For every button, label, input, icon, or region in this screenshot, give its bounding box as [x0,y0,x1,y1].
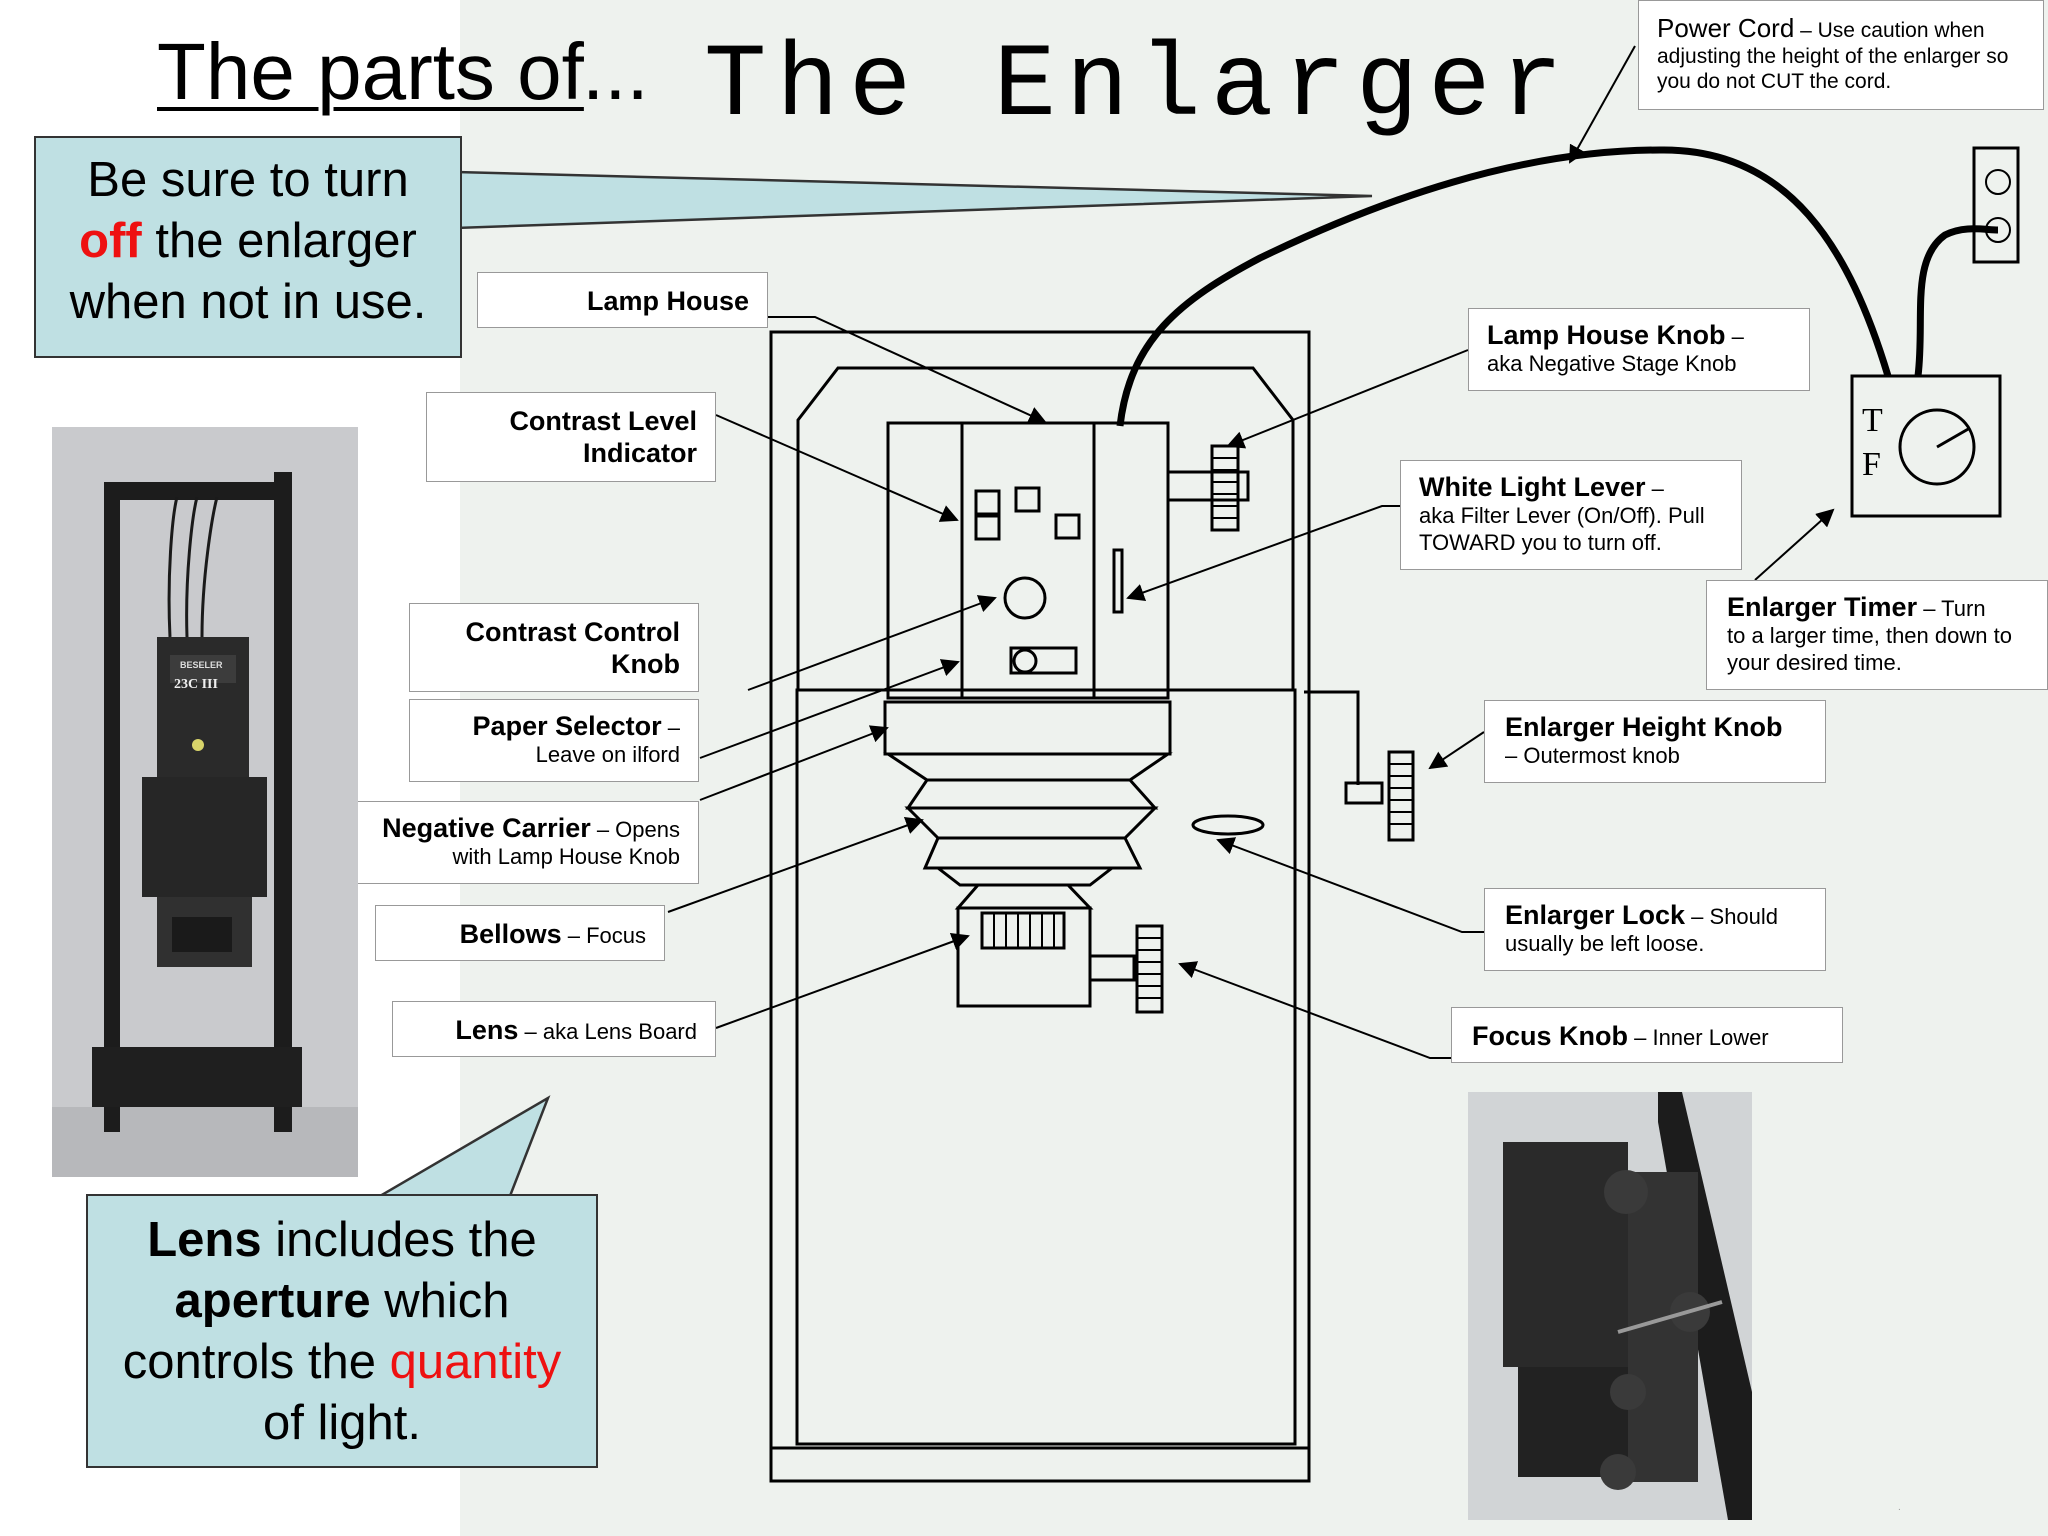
leader-power-cord [1569,45,1636,164]
leader-contrast-knob [747,595,997,691]
negative-carrier-shape [883,700,1172,756]
timer-letter-f: F [1862,446,1881,483]
label-focus-knob: Focus Knob – Inner Lower [1451,1007,1843,1063]
timer-dial [1898,408,1976,486]
lens-note-pointer [375,1095,551,1198]
reminder-callout: Be sure to turn off the enlarger when no… [34,136,462,358]
lens-board-shape [956,906,1092,1008]
leader-focus-knob [1178,961,1451,1059]
timer-box [1850,374,2002,518]
leader-timer [1754,508,1835,581]
photo-brand-text: BESELER [180,660,223,670]
enlarger-photo: BESELER 23C III [52,427,358,1177]
label-enlarger-timer: Enlarger Timer – Turn to a larger time, … [1706,580,2048,690]
label-contrast-knob: Contrast Control Knob [409,603,699,692]
label-enlarger-lock: Enlarger Lock – Should usually be left l… [1484,888,1826,971]
quantity-emphasis: quantity [389,1335,562,1389]
label-lamp-house: Lamp House [477,272,768,328]
leader-negative-carrier [699,725,889,801]
label-white-light-lever: White Light Lever – aka Filter Lever (On… [1400,460,1742,570]
page-title: The Enlarger [704,28,1573,146]
timer-cord-line [1914,225,1999,377]
label-contrast-indicator: Contrast Level Indicator [426,392,716,482]
focus-knob-shape [1135,924,1164,1014]
wall-outlet [1972,146,2020,264]
leader-lens [715,933,970,1029]
label-lamp-house-knob: Lamp House Knob – aka Negative Stage Kno… [1468,308,1810,391]
label-lens: Lens – aka Lens Board [392,1001,716,1057]
leader-height-knob [1428,731,1485,770]
enlarger-column [795,688,1297,1446]
leader-bellows [667,816,924,913]
focus-knob-photo-image [1468,1092,1752,1520]
enlarger-base [769,1446,1311,1483]
label-height-knob: Enlarger Height Knob – Outermost knob [1484,700,1826,783]
photo-model-text: 23C III [174,677,218,692]
lamp-house-body [886,421,1170,700]
height-knob-shape [1387,750,1415,842]
enlarger-lock-shape [1191,814,1265,836]
column-top [796,366,1295,690]
lamp-house-knob-shape [1210,444,1240,532]
aperture-keyword: aperture [174,1274,371,1328]
leader-enlarger-lock [1216,837,1484,933]
focus-knob-photo [1468,1092,1752,1520]
contrast-knob-shape [1003,576,1047,620]
off-emphasis: off [79,214,142,268]
title-ellipsis: ... [582,27,649,116]
lens-keyword: Lens [147,1213,262,1267]
bellows-shape [905,778,1159,810]
reminder-pointer [454,170,1373,230]
leader-paper-selector [699,659,960,759]
label-negative-carrier: Negative Carrier – Opens with Lamp House… [341,801,699,884]
leader-white-light-lever [1126,505,1400,602]
lens-note-callout: Lens includes the aperture which control… [86,1194,598,1468]
title-prefix: The parts of [157,27,584,116]
enlarger-drawing [769,146,2020,1483]
svg-text:.: . [1898,1502,1901,1513]
leader-lamp-house [768,316,1047,424]
power-cord-line [1116,146,1892,427]
label-power-cord: Power Cord – Use caution when adjusting … [1638,0,2044,110]
leader-contrast-indicator [715,414,959,522]
timer-letter-t: T [1862,402,1883,439]
enlarger-photo-image [52,427,358,1177]
label-paper-selector: Paper Selector – Leave on ilford [409,699,699,782]
white-light-lever-shape [1112,548,1124,614]
leader-lines [667,45,1835,1059]
leader-lamp-house-knob [1226,349,1469,449]
label-bellows: Bellows – Focus [375,905,665,961]
